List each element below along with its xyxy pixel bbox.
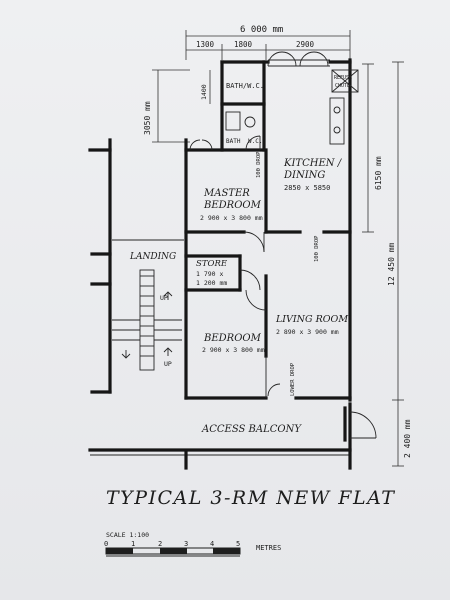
dim-left-top: 3050 mm (143, 101, 152, 135)
label-master: MASTER (203, 188, 250, 199)
top-dimension-chain: 6 000 mm 1300 1800 2900 (185, 25, 351, 60)
scale-tick-0: 0 (104, 540, 108, 548)
scale-label: SCALE 1:100 (106, 531, 149, 539)
label-kitchen: KITCHEN / (283, 158, 343, 169)
stairs (112, 239, 184, 371)
label-living: LIVING ROOM (275, 314, 348, 325)
scale-tick-3: 3 (184, 540, 188, 548)
scale-bar: SCALE 1:100 0 1 2 3 4 5 METRES (104, 531, 281, 557)
label-landing: LANDING (129, 252, 176, 262)
label-up-1: UP (160, 294, 168, 302)
label-store-size-1: 1 790 x (196, 270, 223, 278)
scale-tick-2: 2 (158, 540, 162, 548)
dim-right-balcony: 2 400 mm (403, 419, 412, 458)
overall-width-label: 6 000 mm (240, 25, 283, 35)
scale-unit: METRES (256, 544, 281, 552)
label-chute: CHUTE (335, 83, 350, 89)
label-drop-kitchen: 100 DROP (256, 151, 262, 178)
label-bedroom: BEDROOM (203, 333, 262, 344)
top-dim-3: 2900 (296, 40, 315, 49)
label-master-bedroom: BEDROOM (203, 200, 262, 211)
label-balcony: ACCESS BALCONY (201, 424, 302, 435)
plan-title: TYPICAL 3-RM NEW FLAT (106, 487, 395, 509)
label-bedroom-size: 2 900 x 3 800 mm (202, 346, 265, 354)
label-drop-living: 100 DROP (314, 235, 320, 262)
label-store-size-2: 1 200 mm (196, 279, 227, 287)
label-master-size: 2 900 x 3 800 mm (200, 214, 263, 222)
doors-and-windows (189, 51, 377, 439)
label-kitchen-size: 2850 x 5850 (284, 184, 330, 192)
label-refuse: REFUSE (334, 75, 352, 81)
label-wc-lower: W.C. (248, 138, 262, 145)
left-dimensions: 3050 mm 1400 (143, 69, 211, 143)
label-living-size: 2 890 x 3 900 mm (276, 328, 339, 336)
label-bath-lower: BATH (226, 138, 241, 145)
dim-right-kitchen: 6150 mm (374, 156, 383, 190)
scale-tick-4: 4 (210, 540, 214, 548)
walls (88, 58, 352, 470)
label-lower-drop: LOWER DROP (290, 362, 296, 396)
right-dimensions: 6150 mm 12 450 mm 2 400 mm (362, 61, 412, 467)
top-dim-1: 1300 (196, 40, 215, 49)
scale-tick-5: 5 (236, 540, 240, 548)
dim-bath: 1400 (200, 84, 208, 100)
dim-right-total: 12 450 mm (387, 242, 396, 286)
top-dim-2: 1800 (234, 40, 253, 49)
label-store: STORE (196, 259, 228, 269)
label-up-2: UP (164, 360, 172, 368)
room-labels: BATH/W.C. BATH W.C. REFUSE CHUTE KITCHEN… (129, 75, 352, 435)
scale-tick-1: 1 (131, 540, 135, 548)
label-bath-top: BATH/W.C. (226, 82, 264, 90)
label-dining: DINING (283, 170, 325, 181)
